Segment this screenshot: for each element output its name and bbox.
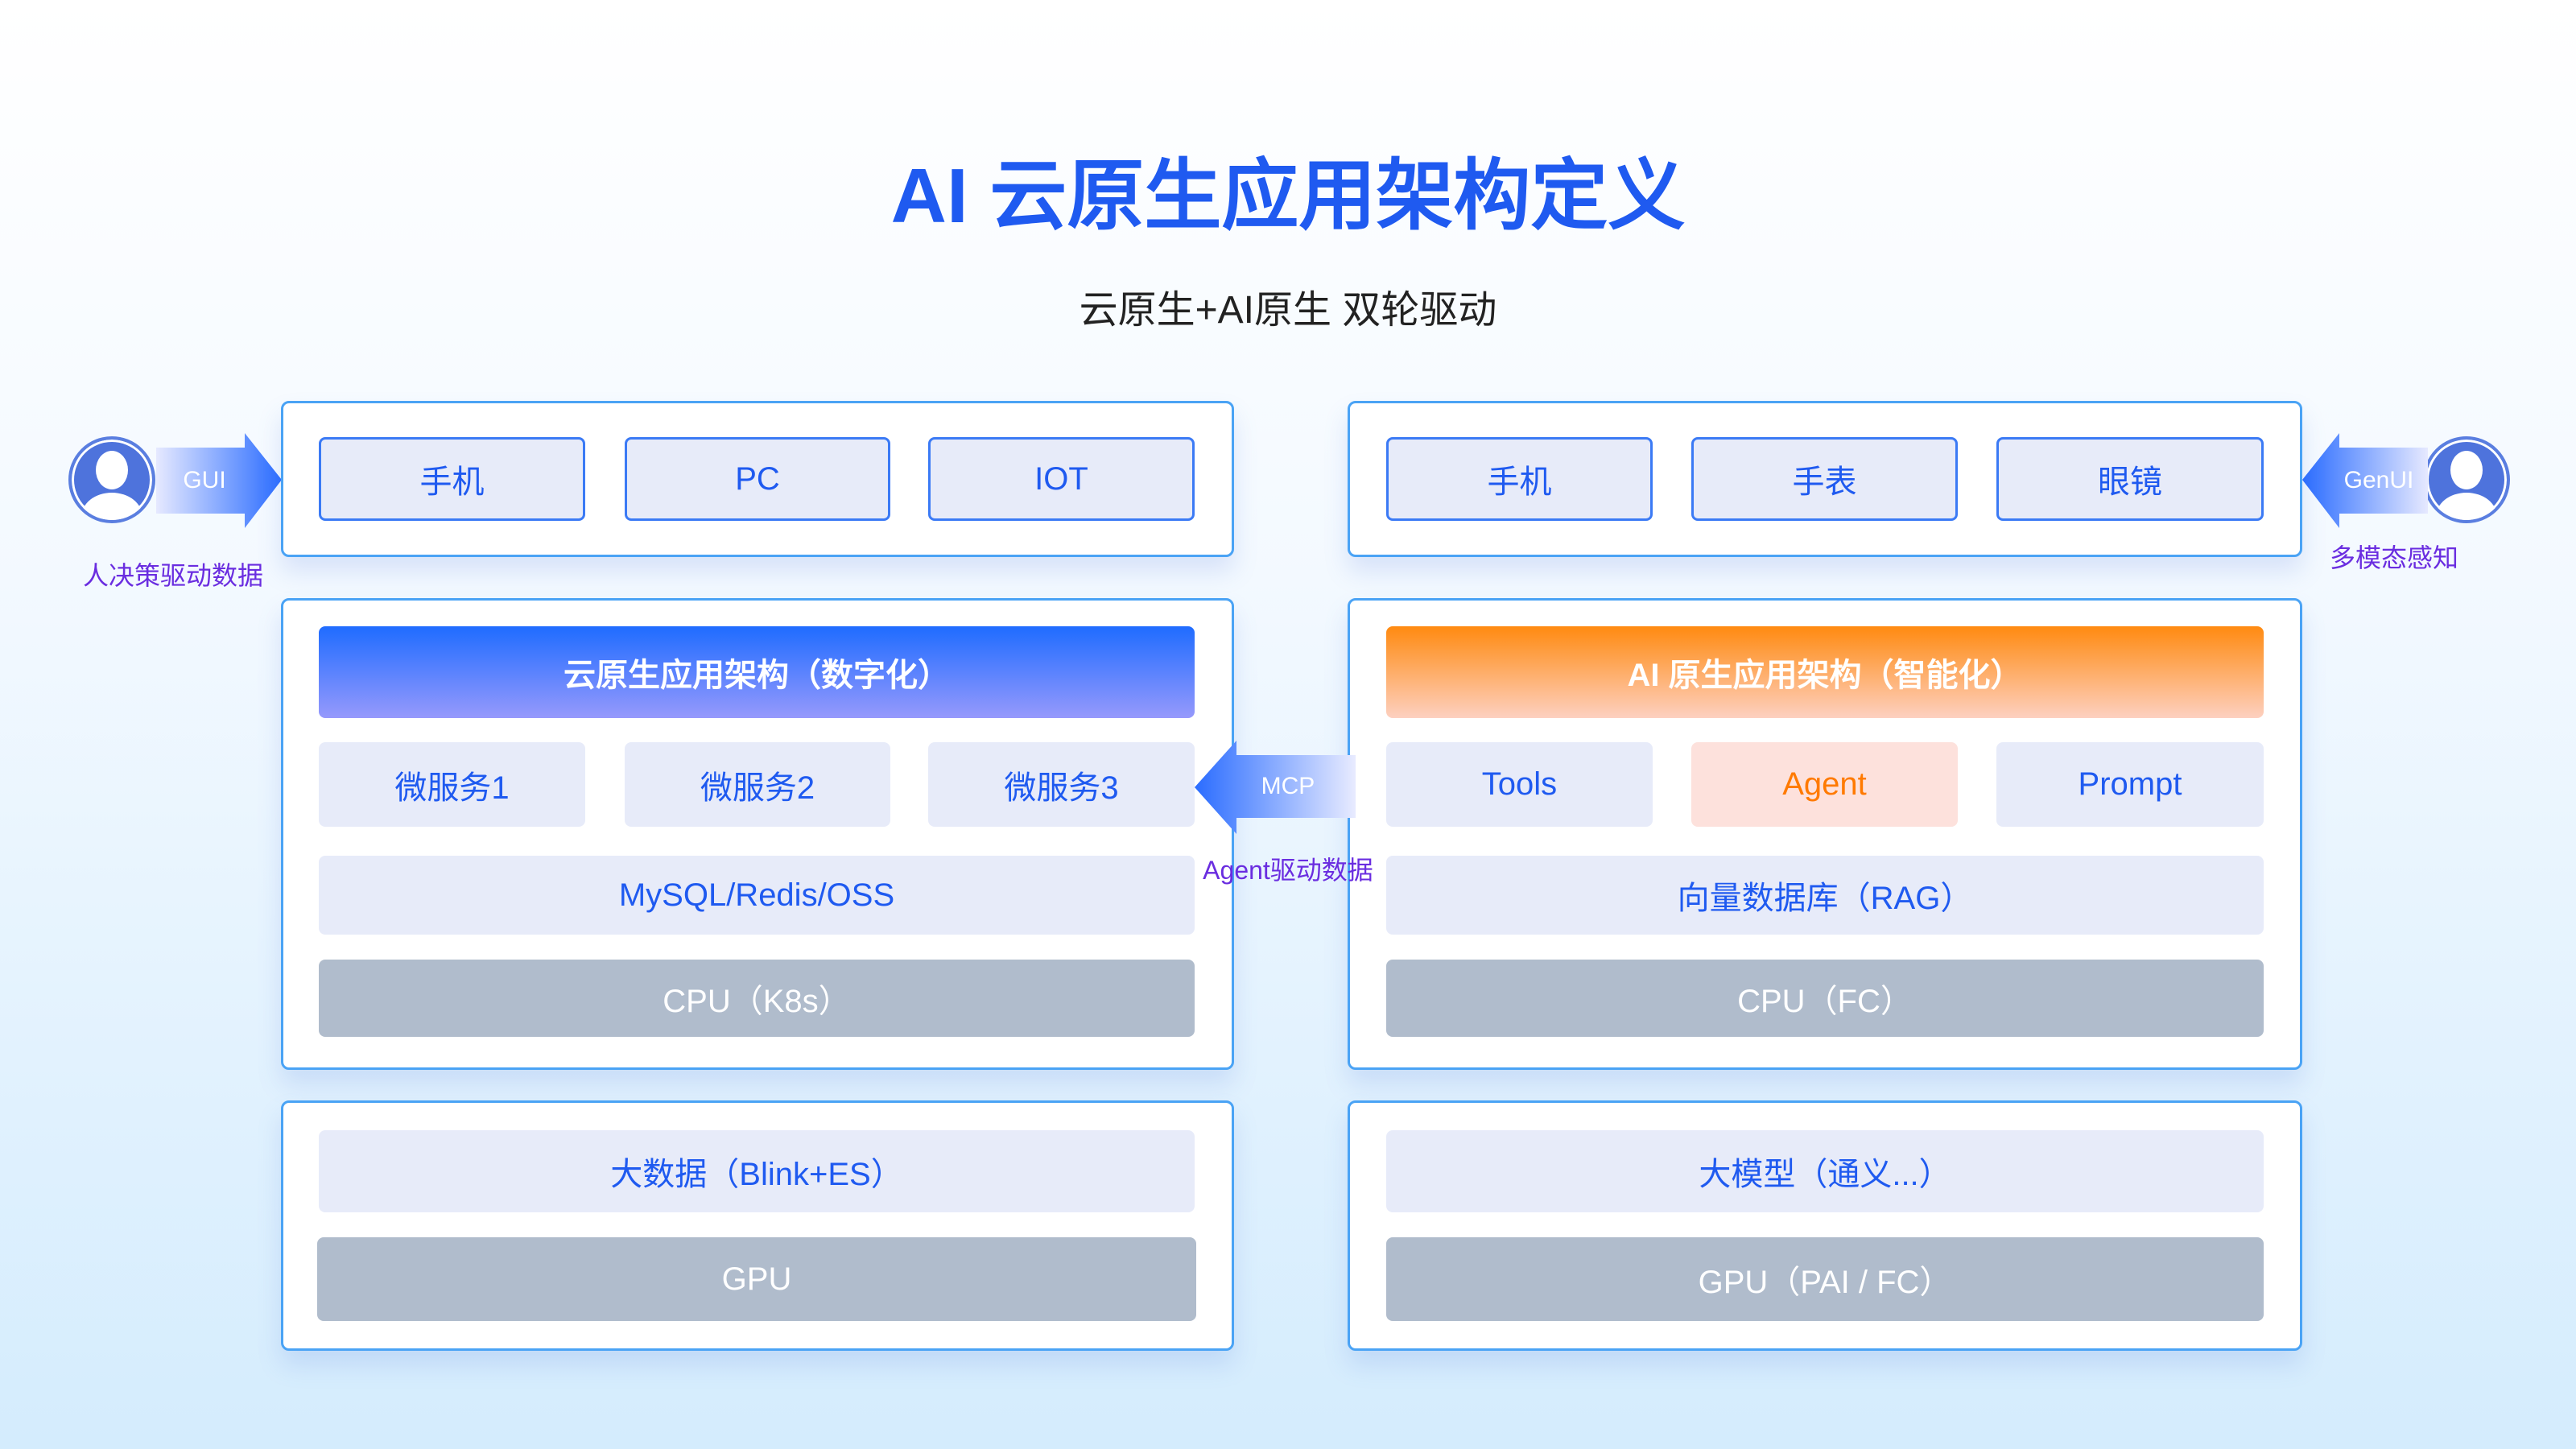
mcp-arrow-icon: [1195, 741, 1356, 834]
cpu-k8s-layer[interactable]: CPU（K8s）: [319, 960, 1195, 1037]
right-user-caption: 多模态感知: [2329, 543, 2458, 572]
agent-box[interactable]: Agent: [1691, 742, 1958, 827]
user-avatar-icon: [2423, 436, 2510, 523]
microservice-2[interactable]: 微服务2: [625, 742, 890, 827]
big-data-layer[interactable]: 大数据（Blink+ES）: [319, 1130, 1195, 1212]
device-watch[interactable]: 手表: [1691, 437, 1958, 521]
tools-box[interactable]: Tools: [1386, 742, 1653, 827]
gpu-pai-fc-layer[interactable]: GPU（PAI / FC）: [1386, 1237, 2264, 1321]
device-phone[interactable]: 手机: [1386, 437, 1653, 521]
cpu-fc-layer[interactable]: CPU（FC）: [1386, 960, 2264, 1037]
ai-native-header: AI 原生应用架构（智能化）: [1386, 626, 2264, 718]
genui-arrow-icon: [2302, 433, 2428, 528]
microservice-1[interactable]: 微服务1: [319, 742, 585, 827]
vector-db-layer[interactable]: 向量数据库（RAG）: [1386, 856, 2264, 935]
left-user-caption: 人决策驱动数据: [82, 561, 263, 590]
agent-caption: Agent驱动数据: [1203, 856, 1373, 885]
page-title: AI 云原生应用架构定义: [890, 153, 1686, 239]
large-model-layer[interactable]: 大模型（通义...）: [1386, 1130, 2264, 1212]
gui-label: GUI: [183, 467, 226, 493]
gui-arrow-icon: [156, 433, 282, 528]
genui-label: GenUI: [2343, 467, 2414, 493]
prompt-box[interactable]: Prompt: [1996, 742, 2264, 827]
storage-layer[interactable]: MySQL/Redis/OSS: [319, 856, 1195, 935]
microservice-3[interactable]: 微服务3: [928, 742, 1195, 827]
device-iot[interactable]: IOT: [928, 437, 1195, 521]
page-subtitle: 云原生+AI原生 双轮驱动: [1079, 289, 1497, 332]
user-avatar-icon: [68, 436, 155, 523]
device-phone[interactable]: 手机: [319, 437, 585, 521]
mcp-label: MCP: [1261, 773, 1315, 799]
cloud-native-header: 云原生应用架构（数字化）: [319, 626, 1195, 718]
device-pc[interactable]: PC: [625, 437, 890, 521]
device-glasses[interactable]: 眼镜: [1996, 437, 2264, 521]
gpu-layer[interactable]: GPU: [317, 1237, 1196, 1321]
